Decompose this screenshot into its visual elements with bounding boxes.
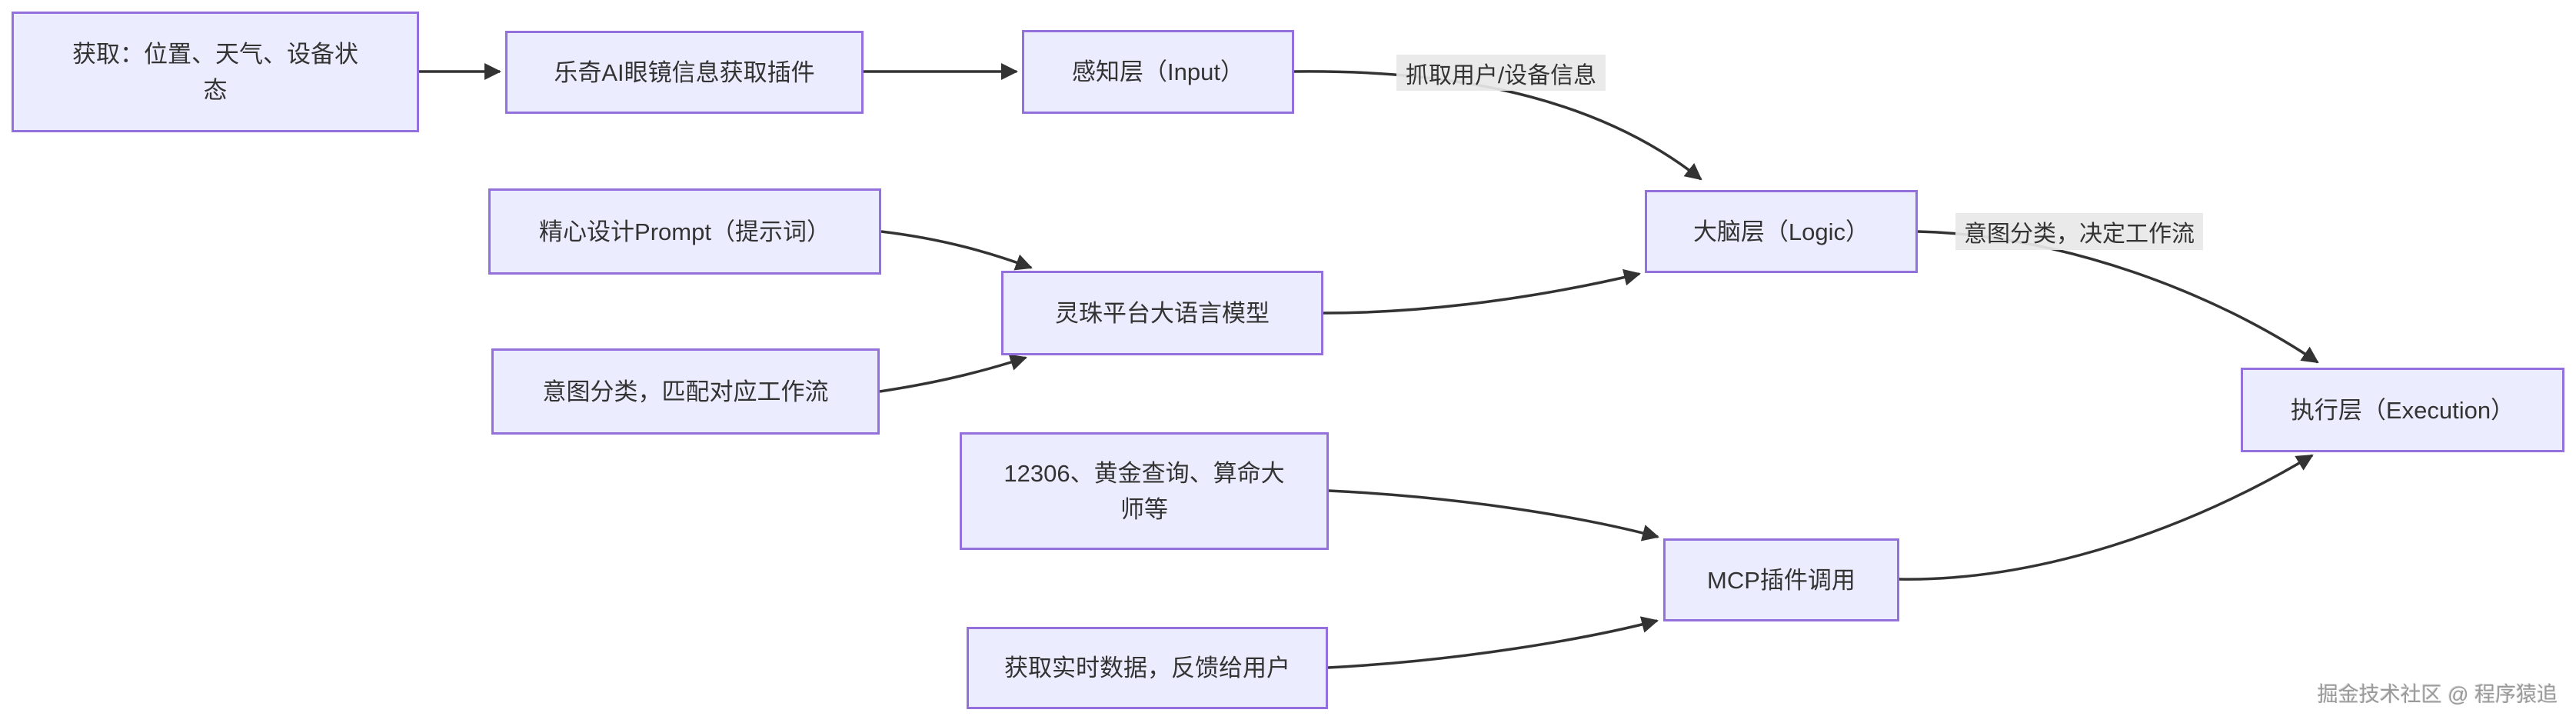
node-lingzhu-llm-label: 灵珠平台大语言模型 [1055, 299, 1270, 327]
node-lingzhu-llm: 灵珠平台大语言模型 [1001, 271, 1323, 355]
edge-llm-to-logic [1323, 268, 1641, 315]
node-execution-layer: 执行层（Execution） [2241, 368, 2564, 452]
edge-logic-to-exec [1917, 230, 2319, 364]
node-input-layer-label: 感知层（Input） [1072, 58, 1244, 85]
node-glasses-plugin: 乐奇AI眼镜信息获取插件 [505, 31, 864, 114]
edge-mcpcall-to-exec [1899, 454, 2314, 581]
node-mcp-examples-label: 12306、黄金查询、算命大师等 [1003, 459, 1285, 523]
edge-realtime-to-mcpcall [1327, 616, 1659, 669]
edge-label-capture-info: 抓取用户/设备信息 [1396, 55, 1606, 91]
node-acquire-info-label: 获取：位置、天气、设备状态 [72, 40, 358, 104]
node-mcp-examples: 12306、黄金查询、算命大师等 [960, 432, 1329, 550]
node-realtime-feedback-label: 获取实时数据，反馈给用户 [1004, 655, 1290, 681]
node-prompt-design-label: 精心设计Prompt（提示词） [539, 218, 830, 245]
edge-mcpex-to-mcpcall [1328, 489, 1659, 541]
node-mcp-call-label: MCP插件调用 [1707, 566, 1855, 594]
node-realtime-feedback: 获取实时数据，反馈给用户 [967, 627, 1328, 709]
watermark-text: 掘金技术社区 @ 程序猿追 [2317, 683, 2558, 706]
node-prompt-design: 精心设计Prompt（提示词） [488, 188, 881, 275]
node-acquire-info: 获取：位置、天气、设备状态 [12, 12, 419, 132]
node-glasses-plugin-label: 乐奇AI眼镜信息获取插件 [554, 58, 815, 86]
node-intent-match: 意图分类，匹配对应工作流 [491, 348, 880, 435]
node-intent-match-label: 意图分类，匹配对应工作流 [542, 378, 829, 405]
edge-intent-to-llm [879, 354, 1027, 393]
node-execution-layer-label: 执行层（Execution） [2290, 396, 2515, 424]
node-logic-layer: 大脑层（Logic） [1645, 190, 1918, 273]
node-mcp-call: MCP插件调用 [1663, 538, 1899, 621]
edge-prompt-to-llm [880, 230, 1033, 271]
node-input-layer: 感知层（Input） [1022, 30, 1294, 114]
edge-label-intent-decide: 意图分类，决定工作流 [1955, 213, 2203, 250]
node-logic-layer-label: 大脑层（Logic） [1692, 218, 1870, 245]
